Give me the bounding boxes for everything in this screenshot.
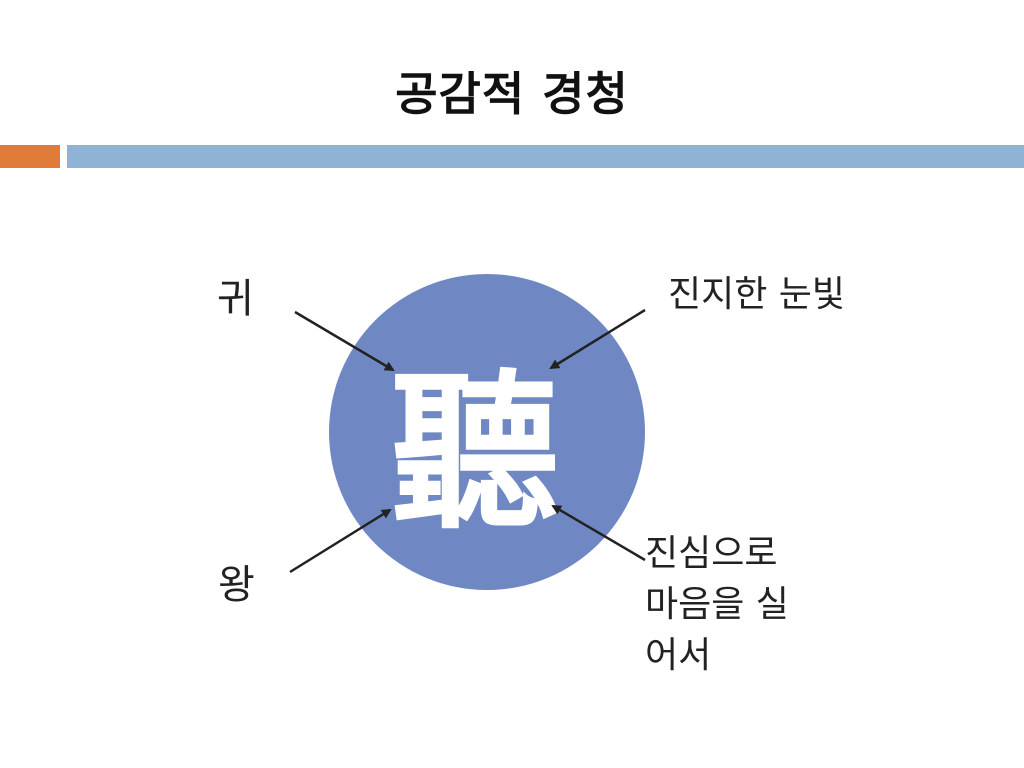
slide-title: 공감적 경청 bbox=[395, 67, 629, 121]
title-divider-bar bbox=[67, 145, 1024, 168]
title-accent-bar bbox=[0, 145, 60, 168]
label-sincere-heart-line-1: 진심으로 bbox=[645, 533, 778, 574]
arrow-ear bbox=[294, 310, 395, 372]
arrow-heart bbox=[551, 504, 646, 562]
label-ear: 귀 bbox=[217, 276, 254, 322]
listen-character: 聽 bbox=[390, 353, 560, 553]
arrow-king bbox=[289, 508, 392, 574]
label-earnest-eyes: 진지한 눈빛 bbox=[668, 274, 846, 315]
label-sincere-heart-line-2: 마음을 실 bbox=[645, 584, 789, 625]
label-sincere-heart: 진심으로 마음을 실 어서 bbox=[645, 528, 845, 681]
label-king: 왕 bbox=[218, 562, 255, 608]
label-sincere-heart-line-3: 어서 bbox=[645, 635, 712, 676]
center-circle bbox=[329, 274, 645, 590]
arrow-eyes bbox=[549, 308, 646, 370]
